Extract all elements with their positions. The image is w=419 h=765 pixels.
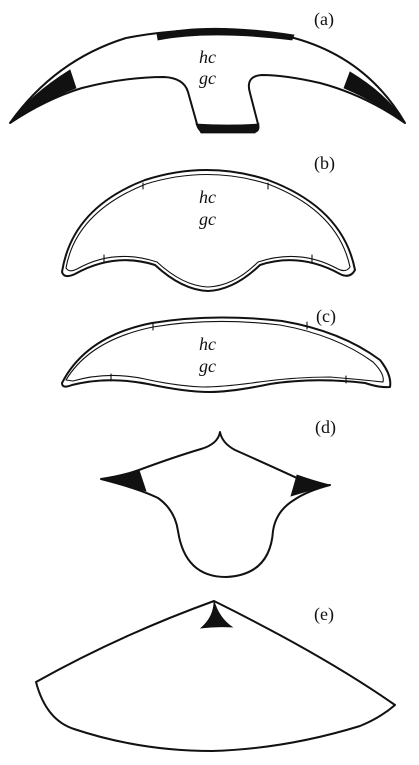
panel-a-text-bottom: gc: [199, 68, 216, 88]
panel-b-text-bottom: gc: [199, 209, 216, 229]
panel-b-text-top: hc: [199, 187, 216, 207]
panel-d-right-wedge: [291, 475, 330, 496]
panel-c-label: (c): [316, 306, 336, 327]
panel-a-text-top: hc: [199, 47, 216, 67]
panel-a: (a) hc gc: [10, 9, 405, 133]
panel-a-bottom-cap: [196, 124, 259, 133]
panel-e-label: (e): [314, 604, 334, 625]
panel-d-outline: [101, 432, 330, 577]
panel-c: (c) hc gc: [62, 306, 390, 392]
panel-d: (d): [101, 417, 336, 577]
panel-a-label: (a): [314, 9, 334, 30]
panel-d-left-wedge: [101, 470, 146, 491]
panel-a-left-wedge: [10, 70, 76, 123]
panel-c-text-top: hc: [199, 334, 216, 354]
panel-c-text-bottom: gc: [199, 356, 216, 376]
panel-b-label: (b): [314, 153, 335, 174]
panel-a-right-wedge: [344, 72, 405, 123]
panel-b: (b) hc gc: [62, 153, 355, 291]
panel-e: (e): [36, 601, 395, 751]
panel-d-label: (d): [315, 417, 336, 438]
